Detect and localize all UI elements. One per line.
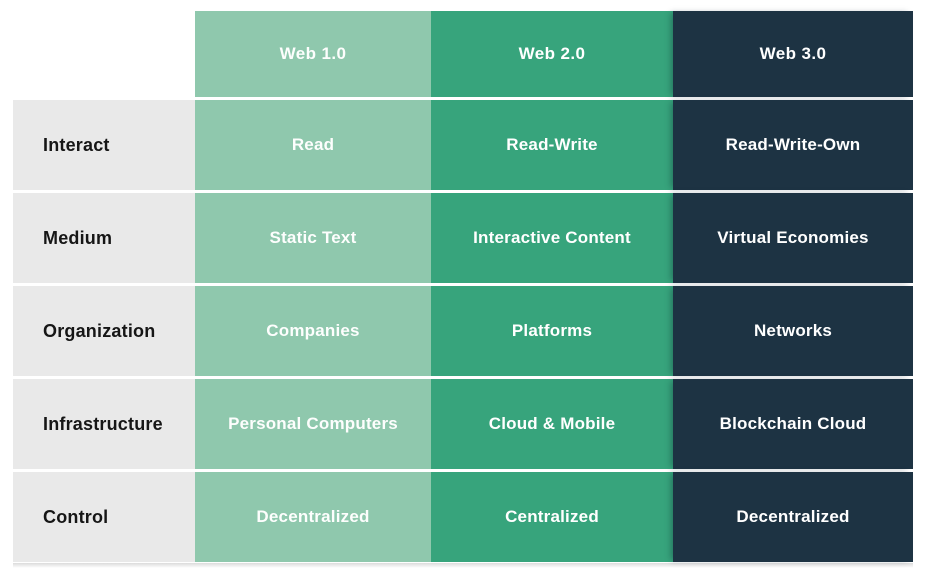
row-label-organization-text: Organization — [43, 320, 156, 341]
cell-infrastructure-web3: Blockchain Cloud — [673, 379, 913, 469]
cell-interact-web2-text: Read-Write — [506, 135, 598, 154]
column-header-web2: Web 2.0 — [431, 11, 673, 97]
cell-medium-web3-text: Virtual Economies — [717, 228, 869, 247]
comparison-table: Web 1.0 Web 2.0 Web 3.0 Interact Read Re… — [13, 11, 913, 562]
cell-control-web1: Decentralized — [195, 472, 431, 562]
row-label-medium-text: Medium — [43, 227, 113, 248]
row-label-infrastructure: Infrastructure — [13, 379, 195, 469]
column-header-web3-label: Web 3.0 — [759, 44, 827, 63]
row-label-control: Control — [13, 472, 195, 562]
cell-interact-web2: Read-Write — [431, 100, 673, 190]
cell-infrastructure-web2-text: Cloud & Mobile — [488, 414, 616, 433]
cell-medium-web2: Interactive Content — [431, 193, 673, 283]
column-header-web2-label: Web 2.0 — [518, 44, 586, 63]
cell-medium-web3: Virtual Economies — [673, 193, 913, 283]
cell-interact-web3: Read-Write-Own — [673, 100, 913, 190]
cell-medium-web1: Static Text — [195, 193, 431, 283]
cell-interact-web1-text: Read — [291, 135, 335, 154]
row-label-infrastructure-text: Infrastructure — [43, 413, 163, 434]
column-header-web1-label: Web 1.0 — [279, 44, 347, 63]
cell-interact-web3-text: Read-Write-Own — [725, 135, 861, 154]
row-label-organization: Organization — [13, 286, 195, 376]
cell-organization-web3-text: Networks — [753, 321, 833, 340]
cell-medium-web2-text: Interactive Content — [473, 228, 631, 247]
column-header-web1: Web 1.0 — [195, 11, 431, 97]
table-bottom-shadow — [13, 563, 913, 568]
row-label-control-text: Control — [43, 506, 109, 527]
cell-medium-web1-text: Static Text — [269, 228, 357, 247]
cell-control-web2-text: Centralized — [505, 507, 599, 526]
cell-infrastructure-web1-text: Personal Computers — [228, 414, 398, 433]
cell-infrastructure-web2: Cloud & Mobile — [431, 379, 673, 469]
row-label-interact: Interact — [13, 100, 195, 190]
row-label-medium: Medium — [13, 193, 195, 283]
cell-infrastructure-web1: Personal Computers — [195, 379, 431, 469]
cell-organization-web2: Platforms — [431, 286, 673, 376]
row-label-interact-text: Interact — [43, 134, 110, 155]
cell-organization-web1: Companies — [195, 286, 431, 376]
cell-control-web3-text: Decentralized — [736, 507, 850, 526]
cell-infrastructure-web3-text: Blockchain Cloud — [719, 414, 867, 433]
cell-control-web3: Decentralized — [673, 472, 913, 562]
cell-control-web2: Centralized — [431, 472, 673, 562]
cell-organization-web2-text: Platforms — [511, 321, 593, 340]
header-spacer-cell — [13, 11, 195, 97]
cell-organization-web1-text: Companies — [266, 321, 360, 340]
cell-organization-web3: Networks — [673, 286, 913, 376]
column-header-web3: Web 3.0 — [673, 11, 913, 97]
cell-interact-web1: Read — [195, 100, 431, 190]
cell-control-web1-text: Decentralized — [256, 507, 370, 526]
